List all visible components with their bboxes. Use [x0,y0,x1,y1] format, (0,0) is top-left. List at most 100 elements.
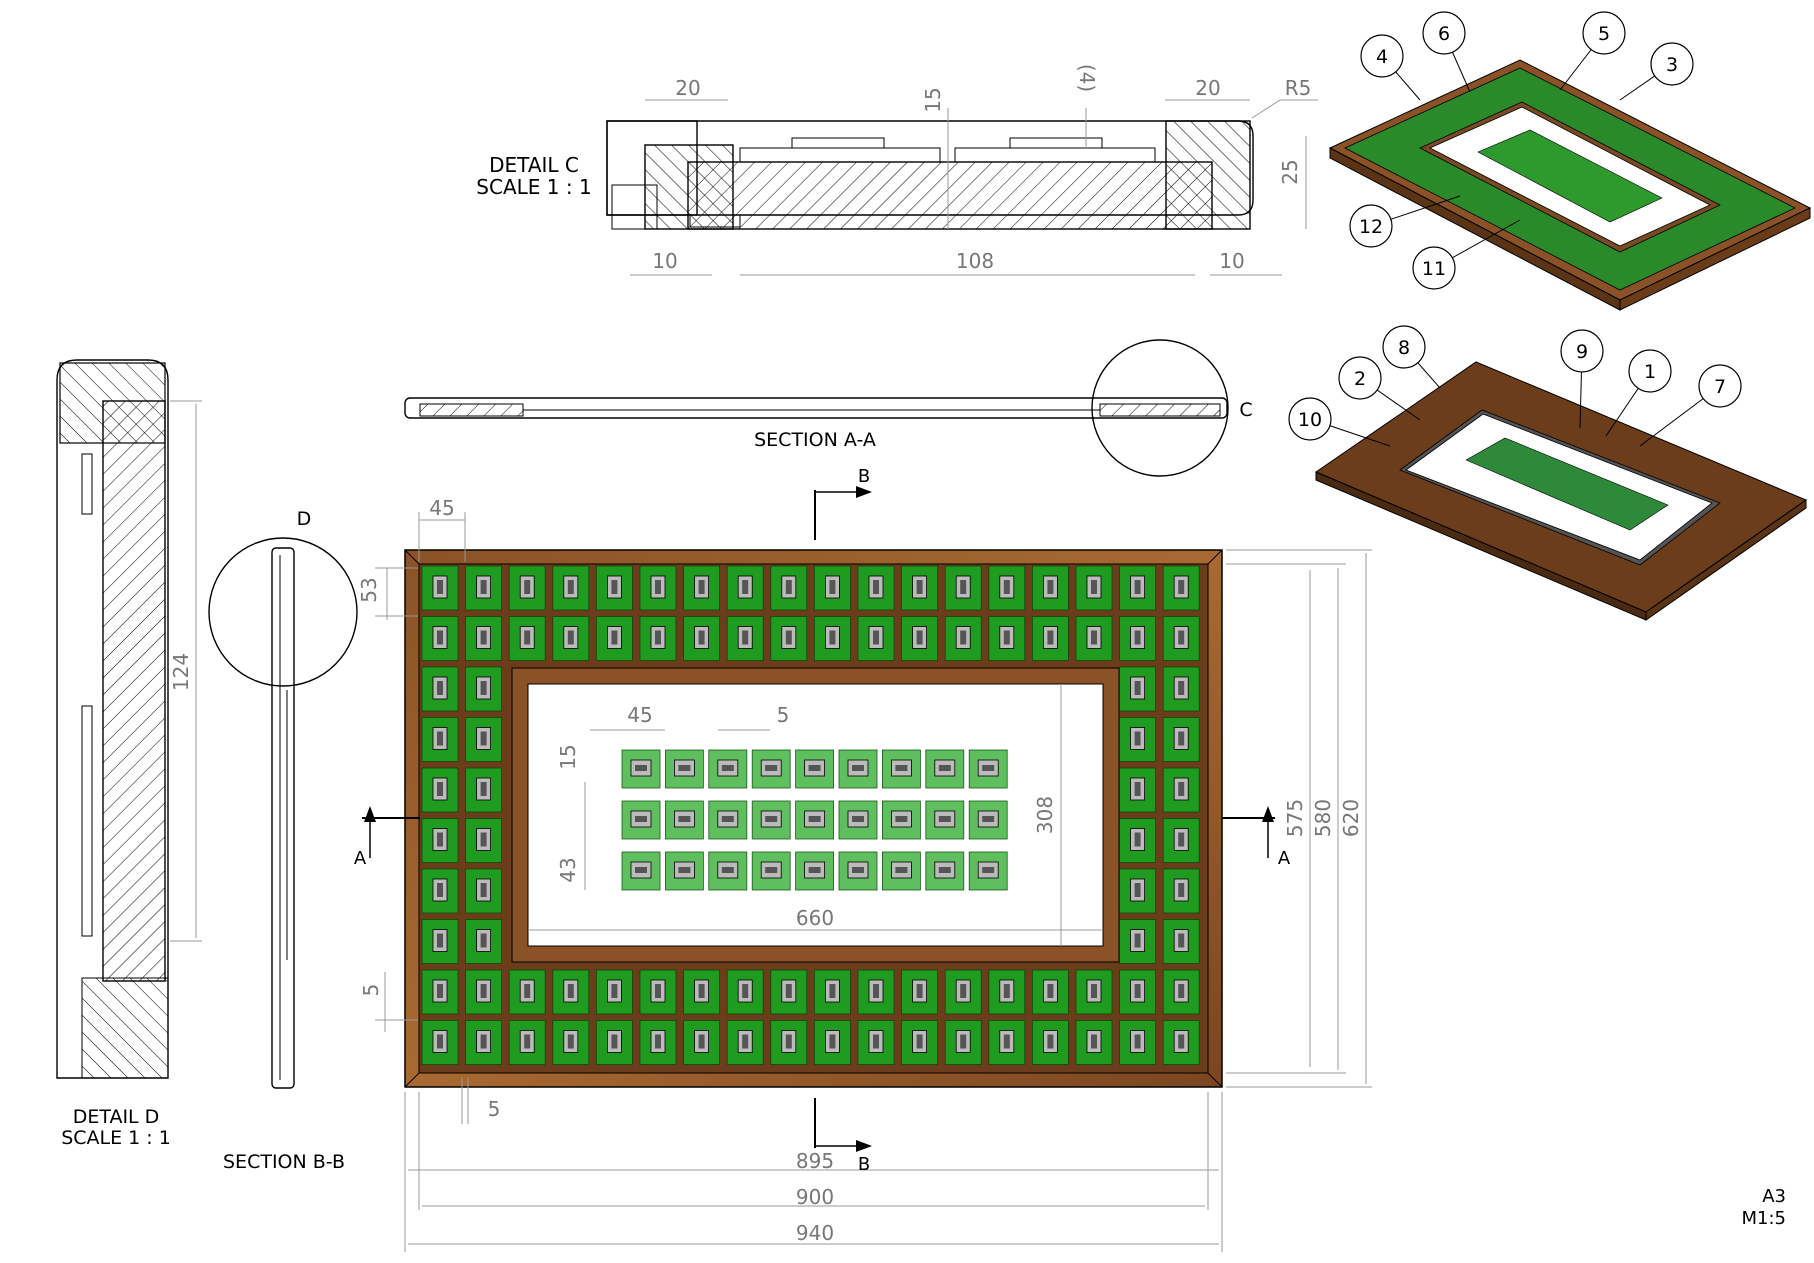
detail-c-title: DETAIL C [489,153,579,177]
section-markers [362,486,1275,1152]
pcb-cell [421,767,459,813]
pcb-cell [1162,868,1200,914]
dim-cell-height: 53 [357,577,381,602]
pcb-cell [465,969,503,1015]
section-aa-callout: C [1239,399,1252,421]
inner-pcb-cell [665,851,704,891]
balloon-label: 2 [1354,368,1366,390]
inner-pcb-cell [882,749,921,789]
pcb-cell [988,565,1026,611]
balloon: 5 [1559,11,1626,91]
pcb-cell [1119,717,1156,762]
dim-c-top-left: 20 [675,76,700,100]
pcb-cell [857,565,895,611]
pcb-cell [596,565,633,611]
dim-inner-gap: 5 [777,703,790,727]
pcb-cell [1119,767,1156,813]
balloon: 3 [1619,42,1694,101]
balloon: 6 [1422,11,1471,93]
pcb-cell [596,969,633,1015]
pcb-cell [596,616,633,661]
pcb-cell [901,969,938,1015]
dim-c-top-right: 20 [1195,76,1220,100]
pcb-cell [1162,1020,1200,1065]
sheet-scale: M1:5 [1742,1208,1787,1229]
pcb-cell [465,616,503,661]
section-marker-b-top: B [858,466,870,487]
pcb-cell [683,565,720,611]
pcb-cell [1075,616,1113,661]
dim-row-pitch: 43 [556,857,580,882]
balloon-label: 10 [1298,409,1322,431]
pcb-cell [1119,868,1156,914]
pcb-cell [988,1020,1026,1065]
iso-view-base [1314,361,1808,621]
pcb-cell [421,1020,459,1065]
detail-d-scale: SCALE 1 : 1 [61,1127,171,1149]
pcb-cell [814,969,851,1015]
pcb-cell [1119,818,1156,863]
pcb-cell [465,666,503,712]
pcb-cell [901,616,938,661]
pcb-cell [988,616,1026,661]
inner-pcb-cell [882,851,921,891]
pcb-cell [1032,616,1069,661]
pcb-cell [465,565,503,611]
inner-pcb-cell [665,800,704,840]
balloon: 1 [1605,349,1672,437]
pcb-cell [683,1020,720,1065]
pcb-cell [814,1020,851,1065]
balloon: 7 [1639,364,1742,447]
pcb-cell [857,616,895,661]
inner-pcb-cell [838,800,878,840]
pcb-cell [421,919,459,964]
section-marker-b-bottom: B [858,1154,870,1175]
detail-d-view [56,359,202,1079]
pcb-cell [1075,1020,1113,1065]
pcb-cell [726,565,764,611]
inner-pcb-cell [751,851,791,891]
balloon-label: 1 [1644,361,1656,383]
inner-pcb-cell [795,800,834,840]
inner-pcb-cell [968,749,1008,789]
inner-pcb-cell [621,851,661,891]
inner-pcb-cell [795,749,834,789]
pcb-cell [1162,666,1200,712]
dim-cell-width: 45 [429,496,454,520]
pcb-cell [814,565,851,611]
pcb-cell [465,818,503,863]
plan-view [404,549,1223,1088]
pcb-cell [1119,666,1156,712]
balloon: 8 [1382,325,1441,389]
pcb-cell [508,565,546,611]
pcb-cell [726,969,764,1015]
pcb-cell [770,565,808,611]
inner-pcb-cell [968,851,1008,891]
inner-pcb-cell [621,749,661,789]
pcb-cell [465,919,503,964]
pcb-cell [465,1020,503,1065]
pcb-cell [1162,616,1200,661]
pcb-cell [1162,565,1200,611]
inner-pcb-cell [621,800,661,840]
balloon: 4 [1360,34,1421,101]
pcb-cell [1075,969,1113,1015]
pcb-cell [1075,565,1113,611]
pcb-cell [770,616,808,661]
balloon-label: 7 [1714,376,1726,398]
inner-pcb-cell [838,851,878,891]
pcb-cell [639,616,677,661]
section-bb-view [208,537,358,1089]
pcb-cell [857,969,895,1015]
pcb-cell [944,969,982,1015]
detail-c-view [606,99,1318,276]
pcb-cell [1119,919,1156,964]
inner-pcb-cell [968,800,1008,840]
pcb-cell [552,616,590,661]
pcb-cell [944,616,982,661]
dim-height-580: 580 [1311,799,1335,837]
pcb-cell [421,616,459,661]
pcb-cell [508,1020,546,1065]
